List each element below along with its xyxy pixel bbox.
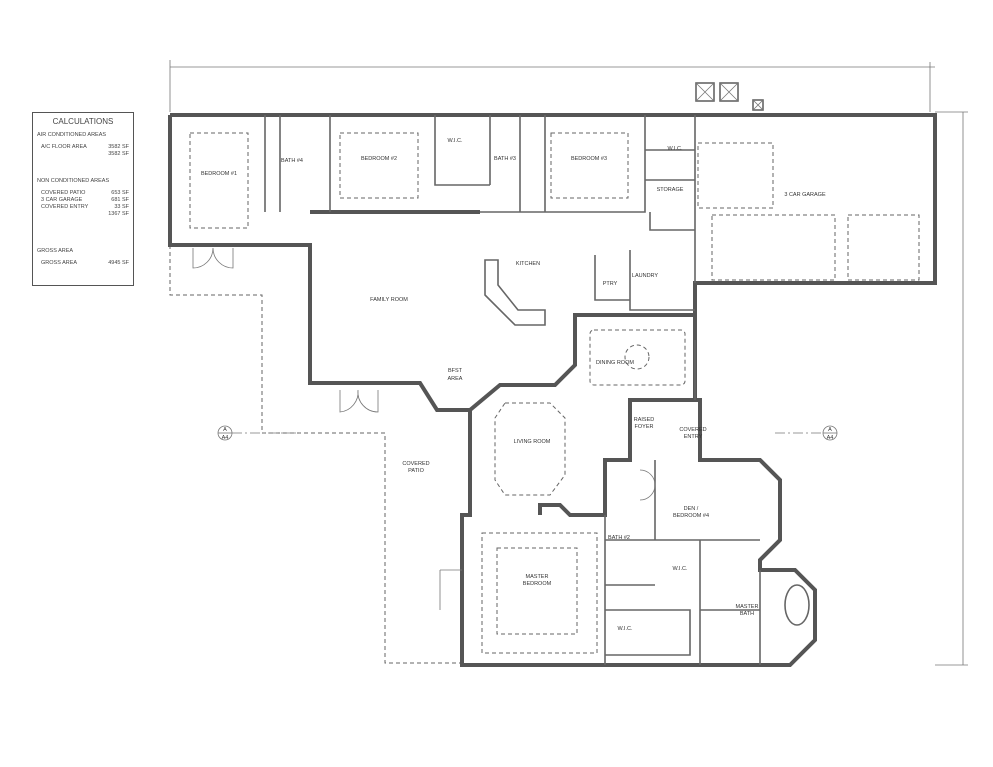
room-label-wic: W.I.C.	[668, 146, 683, 152]
room-label-bfst-area: AREA	[448, 376, 463, 382]
room-labels: BEDROOM #1 BATH #4 BEDROOM #2 W.I.C. BAT…	[201, 138, 826, 632]
ac-total: 3582 SF	[108, 151, 129, 157]
covered-patio-outline	[169, 245, 462, 664]
room-label-master-bedroom: BEDROOM	[523, 581, 552, 587]
room-label-family-room: FAMILY ROOM	[370, 297, 408, 303]
room-label-kitchen: KITCHEN	[516, 261, 540, 267]
room-label-entry: ENTRY	[684, 434, 703, 440]
room-label-covered: COVERED	[402, 461, 429, 467]
room-label-pantry: PTRY	[603, 281, 618, 287]
ac-row: A/C FLOOR AREA 3582 SF	[37, 144, 129, 150]
row-value: 4945 SF	[108, 260, 129, 266]
room-label-wic: W.I.C.	[618, 626, 633, 632]
nc-total-row: 1367 SF	[37, 211, 129, 217]
row-label: 3 CAR GARAGE	[41, 197, 83, 203]
room-label-dining-room: DINING ROOM	[596, 360, 634, 366]
section-label: A4	[827, 435, 834, 441]
room-label-master-bath: BATH	[740, 611, 754, 617]
row-value: 33 SF	[114, 204, 129, 210]
room-label-wic: W.I.C.	[673, 566, 688, 572]
nc-row: COVERED PATIO 653 SF	[37, 190, 129, 196]
room-label-living-room: LIVING ROOM	[514, 439, 551, 445]
room-label-bfst: BFST	[448, 368, 463, 374]
room-label-garage: 3 CAR GARAGE	[784, 192, 826, 198]
room-label-foyer: FOYER	[635, 424, 654, 430]
dimension-lines	[169, 60, 968, 666]
calculations-title: CALCULATIONS	[52, 117, 114, 126]
room-label-bedroom-4: BEDROOM #4	[673, 513, 709, 519]
room-label-covered: COVERED	[679, 427, 706, 433]
ac-header: AIR CONDITIONED AREAS	[37, 132, 107, 138]
section-label: A	[828, 427, 832, 433]
room-label-raised: RAISED	[634, 417, 655, 423]
ac-units	[695, 82, 764, 111]
section-marker-right: A A4	[775, 425, 838, 441]
nc-total: 1367 SF	[108, 211, 129, 217]
kitchen-island	[484, 259, 546, 326]
room-label-bedroom-1: BEDROOM #1	[201, 171, 237, 177]
ceiling-outlines	[189, 132, 920, 654]
row-value: 681 SF	[111, 197, 129, 203]
row-value: 3582 SF	[108, 144, 129, 150]
section-label: A4	[222, 435, 229, 441]
nc-row: 3 CAR GARAGE 681 SF	[37, 197, 129, 203]
room-label-bedroom-2: BEDROOM #2	[361, 156, 397, 162]
room-label-bath-2: BATH #2	[608, 535, 630, 541]
room-label-storage: STORAGE	[657, 187, 684, 193]
ac-total-row: 3582 SF	[37, 151, 129, 157]
area-calculations-table: CALCULATIONS AIR CONDITIONED AREAS A/C F…	[32, 112, 134, 286]
gross-header: GROSS AREA	[37, 248, 74, 254]
nc-header: NON CONDITIONED AREAS	[37, 178, 110, 184]
row-label: COVERED PATIO	[41, 190, 86, 196]
room-label-bedroom-3: BEDROOM #3	[571, 156, 607, 162]
gross-row: GROSS AREA 4945 SF	[37, 260, 129, 266]
row-value: 653 SF	[111, 190, 129, 196]
room-label-master: MASTER	[526, 574, 549, 580]
interior-walls	[264, 115, 761, 665]
room-label-laundry: LAUNDRY	[632, 273, 659, 279]
room-label-wic: W.I.C.	[448, 138, 463, 144]
exterior-walls	[168, 113, 937, 667]
nc-row: COVERED ENTRY 33 SF	[37, 204, 129, 210]
row-label: COVERED ENTRY	[41, 204, 89, 210]
room-label-master: MASTER	[736, 604, 759, 610]
section-marker-left: A A4	[217, 425, 300, 441]
room-label-bath-3: BATH #3	[494, 156, 516, 162]
room-label-den: DEN /	[684, 506, 699, 512]
doors	[192, 247, 656, 610]
row-label: GROSS AREA	[41, 260, 78, 266]
section-label: A	[223, 427, 227, 433]
bathtub	[784, 584, 810, 626]
row-label: A/C FLOOR AREA	[41, 144, 87, 150]
room-label-bath-4: BATH #4	[281, 158, 303, 164]
room-label-patio: PATIO	[408, 468, 424, 474]
